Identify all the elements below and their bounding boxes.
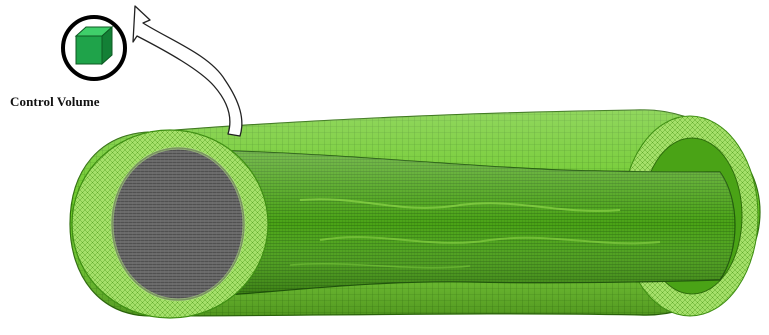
control-volume-label: Control Volume bbox=[10, 94, 140, 110]
left-end-face bbox=[72, 130, 268, 318]
curved-arrow-icon bbox=[133, 6, 242, 136]
green-cube-icon bbox=[63, 17, 125, 79]
